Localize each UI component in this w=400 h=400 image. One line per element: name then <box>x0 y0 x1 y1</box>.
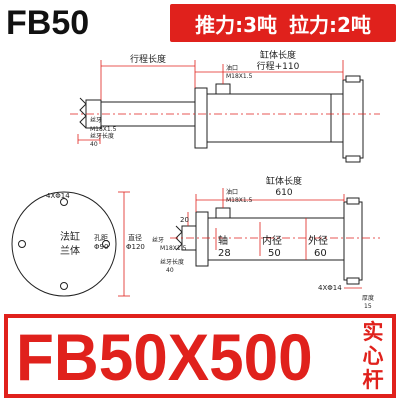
top-rod-thread <box>79 97 87 129</box>
bottom-rod-thread-size: M18X1.5 <box>160 245 187 252</box>
force-banner: 推力:3吨 拉力:2吨 <box>170 4 396 42</box>
flange-bolt-hole-right <box>102 240 110 248</box>
technical-drawing: 行程长度 缸体长度 行程+110 油口 M18X1.5 丝牙 M18X1.5 丝… <box>11 49 380 310</box>
bottom-rod-thread-length-label: 丝牙长度 <box>160 258 184 266</box>
flange-thickness-label: 厚度 <box>362 294 374 302</box>
top-flange <box>342 79 364 159</box>
top-oil-port <box>215 83 231 95</box>
outer-label: 外径 <box>308 234 328 247</box>
top-piston-rod <box>100 101 196 127</box>
bore-value: 50 <box>268 248 281 259</box>
bottom-rod-thread-label: 丝牙 <box>152 236 164 244</box>
pull-force-text: 拉力:2吨 <box>289 12 371 37</box>
top-rod-thread-length-label: 丝牙长度 <box>90 132 114 140</box>
bottom-mount-holes: 4XΦ14 <box>318 284 342 292</box>
model-title: FB50 <box>6 4 90 42</box>
flange-bolt-hole-left <box>18 240 26 248</box>
hole-spacing-label: 孔距 <box>94 234 108 242</box>
top-rod-thread-length: 40 <box>90 141 98 148</box>
bottom-dim-20: 20 <box>180 216 189 224</box>
bottom-flange <box>343 201 363 281</box>
flange-label-line1: 法缸 <box>60 230 80 243</box>
bottom-body-length: 610 <box>275 188 292 198</box>
diameter-value: Φ120 <box>126 243 145 251</box>
bottom-oil-port-label: 油口 <box>226 188 238 196</box>
top-rod-thread-label: 丝牙 <box>90 116 102 124</box>
model-banner: FB50X500 实心杆 <box>4 314 396 398</box>
diameter-label: 直径 <box>128 233 142 242</box>
bottom-oil-port-thread: M18X1.5 <box>226 197 253 204</box>
top-body-length-label: 缸体长度 <box>260 49 296 61</box>
bottom-body-length-label: 缸体长度 <box>266 175 302 187</box>
shaft-value: 28 <box>218 248 231 259</box>
bottom-oil-port <box>215 207 231 219</box>
top-cylinder-body <box>194 93 344 143</box>
bore-label: 内径 <box>262 234 282 247</box>
flange-bolt-hole-top <box>60 198 68 206</box>
top-body-length-formula: 行程+110 <box>257 60 300 72</box>
top-stroke-label: 行程长度 <box>130 53 166 65</box>
flange-holes-label: 4XΦ14 <box>46 192 70 200</box>
hole-spacing-value: Φ90 <box>94 243 108 251</box>
push-force-text: 推力:3吨 <box>195 12 277 37</box>
flange-bolt-hole-bottom <box>60 282 68 290</box>
shaft-label: 轴 <box>218 234 228 247</box>
top-oil-port-label: 油口 <box>226 64 238 72</box>
flange-thickness: 15 <box>364 303 372 310</box>
flange-outer-circle <box>11 191 117 297</box>
top-rod-thread-size: M18X1.5 <box>90 126 117 133</box>
rod-type-label: 实心杆 <box>362 320 384 392</box>
model-number: FB50X500 <box>16 320 313 394</box>
bottom-rod-thread-length: 40 <box>166 267 174 274</box>
outer-value: 60 <box>314 248 327 259</box>
flange-label-line2: 兰体 <box>60 244 80 257</box>
top-oil-port-thread: M18X1.5 <box>226 73 253 80</box>
